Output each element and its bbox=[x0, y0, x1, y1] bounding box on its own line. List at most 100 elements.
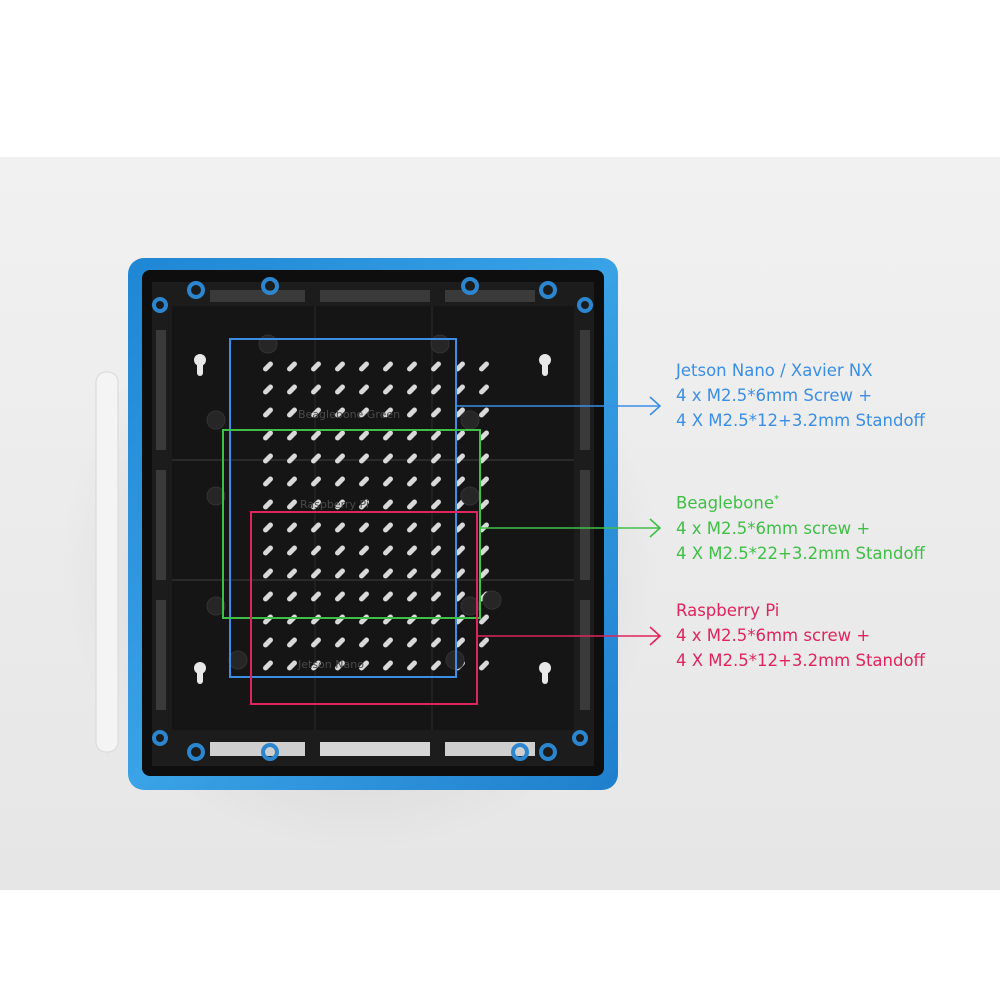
vent-slot bbox=[479, 361, 489, 372]
vent-slot bbox=[263, 637, 273, 648]
vent-slot bbox=[311, 522, 321, 533]
vent-slot bbox=[431, 545, 441, 556]
vent-slot bbox=[407, 568, 417, 579]
callout-jetson-line2: 4 X M2.5*12+3.2mm Standoff bbox=[676, 411, 925, 430]
vent-slot bbox=[335, 568, 345, 579]
vent-slot bbox=[263, 407, 273, 418]
vent-slot bbox=[383, 591, 393, 602]
vent-slot bbox=[407, 407, 417, 418]
vent-slot bbox=[479, 476, 489, 487]
vent-slot bbox=[431, 453, 441, 464]
vent-slot bbox=[455, 453, 465, 464]
vent-slot bbox=[287, 499, 297, 510]
engraving-beaglebone: Beaglebone Green bbox=[298, 408, 400, 421]
vent-slot bbox=[311, 545, 321, 556]
engraving-jetson: Jetson Nano bbox=[297, 658, 364, 671]
vent-slot bbox=[263, 453, 273, 464]
beaglebone-leader bbox=[480, 518, 662, 538]
vent-slot bbox=[479, 407, 489, 418]
vent-slot bbox=[335, 545, 345, 556]
vent-slot bbox=[383, 660, 393, 671]
vent-slot bbox=[311, 453, 321, 464]
vent-slot bbox=[383, 407, 393, 418]
vent-slot bbox=[287, 453, 297, 464]
vent-slot bbox=[359, 545, 369, 556]
callout-raspberry-line2: 4 X M2.5*12+3.2mm Standoff bbox=[676, 651, 925, 670]
vent-slot bbox=[263, 430, 273, 441]
vent-slot bbox=[407, 591, 417, 602]
vent-slot bbox=[455, 545, 465, 556]
vent-slot bbox=[335, 430, 345, 441]
vent-slot bbox=[431, 499, 441, 510]
vent-slot bbox=[311, 568, 321, 579]
vent-slot bbox=[407, 637, 417, 648]
vent-slot bbox=[431, 522, 441, 533]
vent-slot bbox=[335, 499, 345, 510]
vent-slot bbox=[287, 568, 297, 579]
vent-slot bbox=[479, 568, 489, 579]
vent-slot bbox=[287, 522, 297, 533]
jetson-outline bbox=[229, 338, 457, 678]
vent-slot bbox=[383, 637, 393, 648]
vent-slot bbox=[431, 430, 441, 441]
vent-slot bbox=[479, 545, 489, 556]
vent-slot bbox=[383, 522, 393, 533]
vent-slot bbox=[359, 361, 369, 372]
raspberry-leader bbox=[477, 626, 662, 646]
raspberry-outline bbox=[250, 511, 478, 705]
vent-slot bbox=[455, 591, 465, 602]
vent-slot bbox=[455, 499, 465, 510]
vent-slot bbox=[431, 660, 441, 671]
vent-slot bbox=[479, 637, 489, 648]
callout-raspberry-line1: 4 x M2.5*6mm screw + bbox=[676, 626, 871, 645]
callout-jetson-line1: 4 x M2.5*6mm Screw + bbox=[676, 386, 873, 405]
vent-slot bbox=[407, 522, 417, 533]
vent-slot bbox=[359, 568, 369, 579]
vent-slot bbox=[479, 430, 489, 441]
vent-slot bbox=[431, 407, 441, 418]
vent-slot bbox=[311, 407, 321, 418]
callout-beaglebone-title: Beaglebone bbox=[676, 493, 774, 513]
vent-slot bbox=[407, 545, 417, 556]
vent-slot bbox=[383, 476, 393, 487]
vent-slot bbox=[479, 499, 489, 510]
vent-slot bbox=[383, 430, 393, 441]
vent-slot bbox=[263, 476, 273, 487]
vent-slot bbox=[359, 637, 369, 648]
vent-slot bbox=[359, 407, 369, 418]
beaglebone-outline bbox=[222, 429, 481, 619]
vent-slot bbox=[455, 637, 465, 648]
vent-slot bbox=[407, 430, 417, 441]
vent-slot bbox=[431, 568, 441, 579]
vent-slot bbox=[359, 522, 369, 533]
vent-slot bbox=[383, 384, 393, 395]
vent-slot bbox=[407, 361, 417, 372]
vent-slot bbox=[431, 476, 441, 487]
vent-slot bbox=[455, 522, 465, 533]
vent-slot bbox=[263, 522, 273, 533]
vent-slot bbox=[335, 453, 345, 464]
vent-slot bbox=[335, 407, 345, 418]
vent-slot bbox=[455, 407, 465, 418]
vent-slot bbox=[359, 499, 369, 510]
vent-slot bbox=[287, 430, 297, 441]
callout-beaglebone-line2: 4 X M2.5*22+3.2mm Standoff bbox=[676, 543, 925, 563]
vent-slot bbox=[311, 660, 321, 671]
keyhole-mounts bbox=[194, 354, 551, 684]
vent-slot bbox=[263, 568, 273, 579]
vent-slot bbox=[287, 660, 297, 671]
vent-slot bbox=[335, 591, 345, 602]
vent-slot bbox=[335, 361, 345, 372]
vent-slot bbox=[335, 637, 345, 648]
vent-slot bbox=[359, 453, 369, 464]
vent-slot bbox=[359, 591, 369, 602]
vent-slot bbox=[311, 637, 321, 648]
vent-slot bbox=[383, 453, 393, 464]
vent-slot bbox=[311, 476, 321, 487]
vent-slot bbox=[479, 384, 489, 395]
vent-slot bbox=[287, 361, 297, 372]
vent-slot bbox=[359, 430, 369, 441]
vent-slot bbox=[311, 384, 321, 395]
callout-beaglebone-asterisk: * bbox=[773, 494, 779, 505]
